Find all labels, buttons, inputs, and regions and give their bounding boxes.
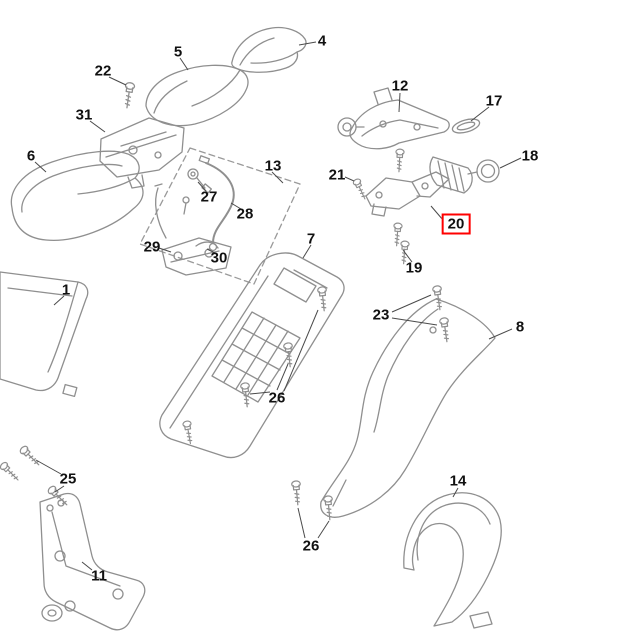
part-18-artwork [467,159,500,183]
part-23-artwork [431,284,452,343]
part-callout-4[interactable]: 4 [317,32,327,50]
part-callout-26-upper[interactable]: 26 [268,389,286,407]
wire-bracket-artwork [154,183,167,239]
part-callout-19[interactable]: 19 [405,259,423,277]
part-callout-12[interactable]: 12 [391,77,409,95]
grille-artwork [429,156,473,194]
part-callout-8[interactable]: 8 [515,318,525,336]
part-callout-13[interactable]: 13 [264,157,282,175]
part-callout-14[interactable]: 14 [449,472,467,490]
part-11-artwork [39,492,146,631]
part-callout-17[interactable]: 17 [485,92,503,110]
part-callout-23[interactable]: 23 [372,306,390,324]
part-callout-29[interactable]: 29 [143,238,161,256]
part-callout-11[interactable]: 11 [91,567,107,585]
part-callout-20-highlighted[interactable]: 20 [441,213,471,235]
part-callout-22[interactable]: 22 [94,62,112,80]
part-8-artwork [320,298,496,518]
part-callout-21[interactable]: 21 [328,166,346,184]
part-callout-26-lower[interactable]: 26 [302,537,320,555]
leader-lines [34,41,522,571]
part-1-artwork [0,271,89,398]
part-29-30-artwork [161,237,232,276]
part-20-artwork [365,171,450,217]
part-31-artwork [99,117,185,189]
part-26-lower-artwork [290,479,335,521]
part-callout-28[interactable]: 28 [236,205,254,223]
part-14-artwork [403,492,502,629]
part-5-artwork [145,64,249,127]
part-callout-25[interactable]: 25 [59,470,77,488]
part-callout-31[interactable]: 31 [75,106,93,124]
part-callout-18[interactable]: 18 [521,147,539,165]
part-22-artwork [121,81,136,110]
part-7-artwork [159,252,345,459]
part-19-artwork [391,222,410,265]
part-callout-1[interactable]: 1 [61,281,71,299]
part-17-artwork [451,118,481,134]
part-callout-7[interactable]: 7 [306,230,316,248]
part-callout-5[interactable]: 5 [173,43,183,61]
part-4-artwork [231,26,307,73]
part-6-artwork [10,150,144,241]
part-callout-27[interactable]: 27 [200,188,218,206]
part-12-artwork [337,87,450,173]
part-callout-30[interactable]: 30 [210,249,228,267]
part-callout-6[interactable]: 6 [26,147,36,165]
part-27-artwork [182,168,212,215]
